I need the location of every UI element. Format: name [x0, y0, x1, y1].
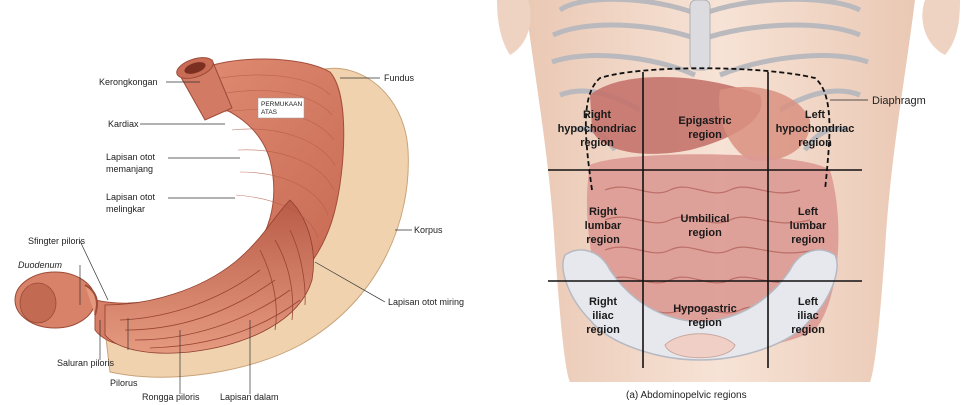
label-saluran-piloris: Saluran piloris [57, 358, 115, 368]
label-memanjang-1: Lapisan otot [106, 152, 156, 162]
left-lumbar-line3: region [791, 234, 825, 246]
label-pilorus: Pilorus [110, 378, 138, 388]
right-hypochondriac-line3: region [580, 137, 614, 149]
label-fundus: Fundus [384, 73, 415, 83]
abdomen-diagram: Right hypochondriac region Epigastric re… [497, 0, 960, 401]
permukaan-label-2: ATAS [261, 109, 278, 116]
epigastric-line2: region [688, 129, 722, 141]
right-hypochondriac-line1: Right [583, 109, 611, 121]
left-arm [922, 0, 960, 55]
left-lumbar-line2: lumbar [790, 220, 827, 232]
permukaan-label-1: PERMUKAAN [261, 101, 302, 108]
epigastric-line1: Epigastric [678, 115, 731, 127]
label-lapisan-dalam: Lapisan dalam [220, 392, 279, 402]
left-hypochondriac-line1: Left [805, 109, 826, 121]
duodenum-cut [20, 283, 56, 323]
label-diaphragm: Diaphragm [872, 95, 926, 107]
figure-caption: (a) Abdominopelvic regions [626, 390, 747, 401]
label-lapisan-otot-miring: Lapisan otot miring [388, 297, 464, 307]
left-iliac-line3: region [791, 324, 825, 336]
umbilical-line1: Umbilical [681, 213, 730, 225]
label-melingkar-1: Lapisan otot [106, 192, 156, 202]
right-iliac-line1: Right [589, 296, 617, 308]
left-iliac-line2: iliac [797, 310, 818, 322]
label-sfingter-piloris: Sfingter piloris [28, 236, 86, 246]
hypogastric-line2: region [688, 317, 722, 329]
right-lumbar-line1: Right [589, 206, 617, 218]
right-lumbar-line2: lumbar [585, 220, 622, 232]
left-hypochondriac-line3: region [798, 137, 832, 149]
right-iliac-line3: region [586, 324, 620, 336]
left-iliac-line1: Left [798, 296, 819, 308]
hypogastric-line1: Hypogastric [673, 303, 737, 315]
right-hypochondriac-line2: hypochondriac [558, 123, 637, 135]
label-kardiax: Kardiax [108, 119, 139, 129]
sternum [690, 0, 710, 70]
label-kerongkongan: Kerongkongan [99, 77, 158, 87]
label-memanjang-2: memanjang [106, 164, 153, 174]
label-rongga-piloris: Rongga piloris [142, 392, 200, 402]
left-lumbar-line1: Left [798, 206, 819, 218]
left-hypochondriac-line2: hypochondriac [776, 123, 855, 135]
umbilical-line2: region [688, 227, 722, 239]
label-melingkar-2: melingkar [106, 204, 145, 214]
stomach-diagram: PERMUKAAN ATAS Kerongkongan Kardiax Lapi… [15, 54, 464, 402]
right-lumbar-line3: region [586, 234, 620, 246]
right-iliac-line2: iliac [592, 310, 613, 322]
label-korpus: Korpus [414, 225, 443, 235]
right-arm [497, 0, 531, 55]
label-duodenum: Duodenum [18, 260, 63, 270]
